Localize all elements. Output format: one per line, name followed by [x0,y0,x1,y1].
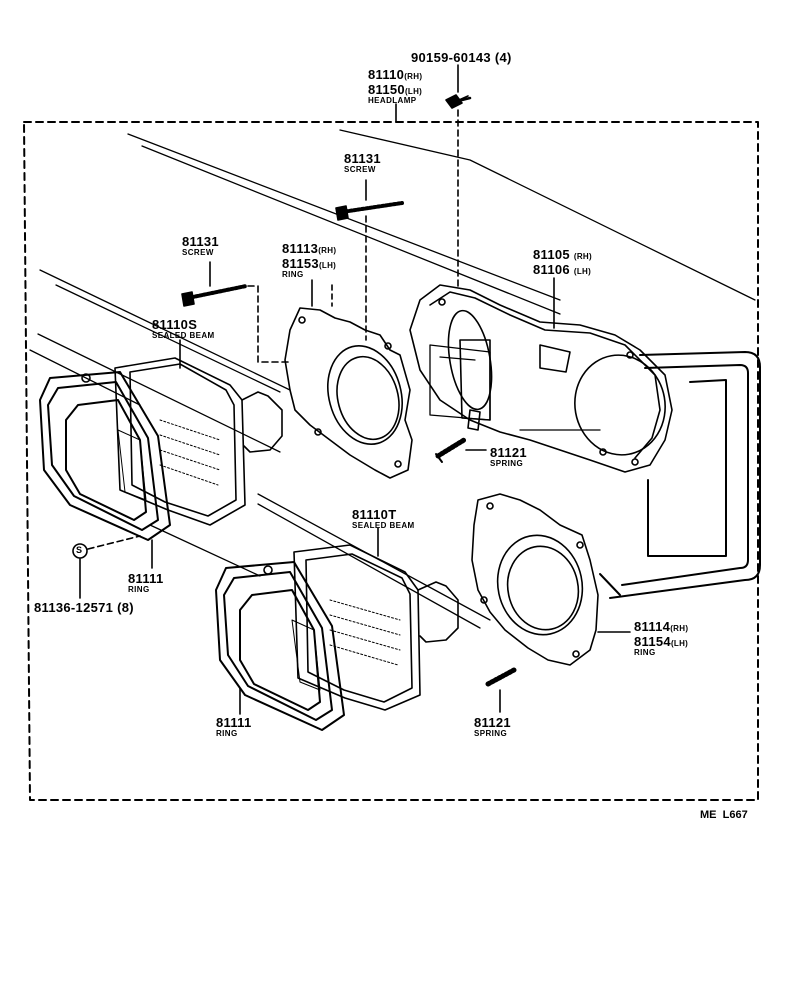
housing-lh-side: (LH) [573,267,592,276]
spring-upper-name: SPRING [490,459,524,468]
clip-label: 81136-12571 (8) [34,600,134,615]
ring-upper-lh-no: 81153 [282,256,319,271]
sealed-beam-t [263,544,459,711]
ring-upper-label: 81113(RH) 81153(LH) RING [282,242,336,279]
screw-left-name: SCREW [182,248,214,257]
clip-s-icon [72,543,88,559]
spring-upper-label: 81121 SPRING [490,446,527,468]
ring-upper-rh-side: (RH) [318,246,337,255]
ring-lower-right-lh-side: (LH) [670,639,689,648]
headlamp-housing [409,284,673,473]
ring-upper-rh-no: 81113 [282,241,319,256]
screw-left-label: 81131 SCREW [182,235,219,257]
ring-bottom-no: 81111 [216,715,252,730]
housing-label: 81105 (RH) 81106 (LH) [533,248,592,276]
ring-lower-right-label: 81114(RH) 81154(LH) RING [634,620,688,657]
top-bolt-icon [445,94,472,109]
beam-t-name: SEALED BEAM [352,521,415,530]
ring-bottom-label: 81111 RING [216,716,252,738]
spring-lower-icon [485,667,517,687]
top-bolt-label: 90159-60143 (4) [411,50,512,65]
beam-t-label: 81110T SEALED BEAM [352,508,415,530]
screw-upper-no: 81131 [344,151,381,166]
screw-upper-name: SCREW [344,165,376,174]
ring-bottom-frame [215,561,345,731]
headlamp-rh-side: (RH) [404,72,423,81]
headlamp-rh-no: 81110 [368,67,405,82]
ring-lower-right-rh-side: (RH) [670,624,689,633]
spring-lower-label: 81121 SPRING [474,716,511,738]
spring-lower-name: SPRING [474,729,508,738]
clip-leader [87,535,141,550]
ring-left-name: RING [128,585,150,594]
screw-left-no: 81131 [182,234,219,249]
screw-upper-label: 81131 SCREW [344,152,381,174]
upper-ring-bracket [284,307,413,479]
ring-lower-right-rh-no: 81114 [634,619,671,634]
spring-upper-no: 81121 [490,445,527,460]
beam-s-no: 81110S [152,317,198,332]
housing-rh-no: 81105 [533,247,570,262]
lower-right-ring-bracket [471,493,599,666]
spring-upper-icon [435,437,467,463]
bezel-frame [599,351,761,599]
headlamp-lh-side: (LH) [404,87,423,96]
clip-symbol: S [76,545,83,555]
screw-left-icon [181,284,248,307]
ring-lower-right-name: RING [634,648,656,657]
figure-code: ME L667 [700,809,748,821]
beam-s-name: SEALED BEAM [152,331,215,340]
beam-s-label: 81110S SEALED BEAM [152,318,215,340]
headlamp-name: HEADLAMP [368,96,417,105]
ring-upper-name: RING [282,270,304,279]
ring-bottom-name: RING [216,729,238,738]
housing-rh-side: (RH) [573,252,592,261]
ring-left-no: 81111 [128,571,164,586]
ring-left-label: 81111 RING [128,572,164,594]
headlamp-lh-no: 81150 [368,82,405,97]
assembly-boundary [23,121,759,801]
beam-t-no: 81110T [352,507,397,522]
screw-upper-icon [335,201,404,221]
headlamp-label: 81110(RH) 81150(LH) HEADLAMP [368,68,422,105]
housing-lh-no: 81106 [533,262,570,277]
ring-lower-right-lh-no: 81154 [634,634,671,649]
ring-upper-lh-side: (LH) [318,261,337,270]
spring-lower-no: 81121 [474,715,511,730]
screw-left-leader [247,285,291,363]
ring-left-frame [39,371,171,541]
